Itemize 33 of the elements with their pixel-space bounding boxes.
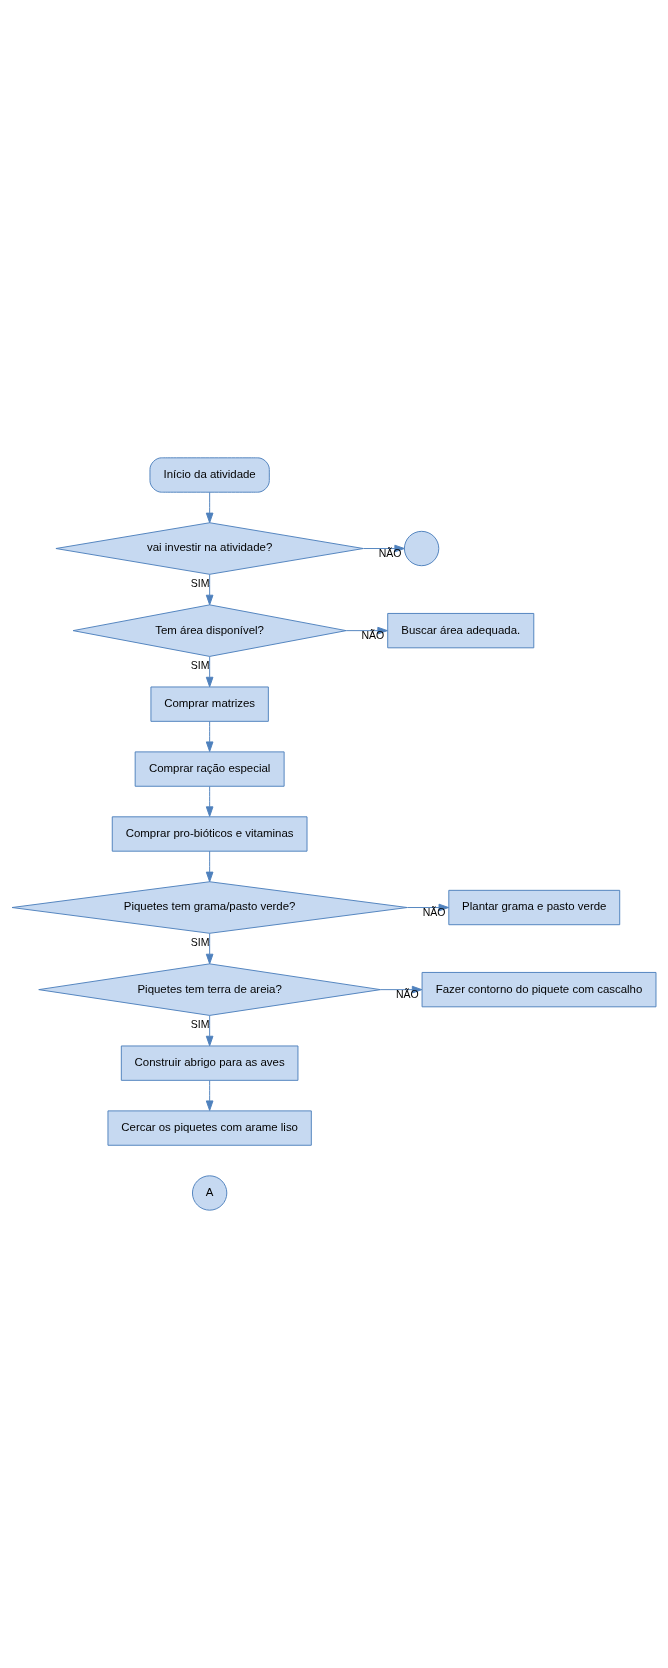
arrow bbox=[205, 932, 214, 965]
arrow bbox=[205, 573, 214, 606]
arrow bbox=[205, 491, 214, 524]
node-diamond: vai investir na atividade? bbox=[55, 522, 364, 575]
edge-label: NÃO bbox=[361, 629, 385, 642]
node-box: Comprar pro-bióticos e vitaminas bbox=[111, 816, 308, 852]
node-circle bbox=[403, 530, 440, 567]
node-box: Fazer contorno do piquete com cascalho bbox=[421, 971, 657, 1008]
node-box: Plantar grama e pasto verde bbox=[448, 889, 621, 926]
node-circle: A bbox=[191, 1175, 228, 1211]
node-box: Cercar os piquetes com arame liso bbox=[107, 1110, 312, 1146]
node-diamond: Tem área disponível? bbox=[72, 604, 347, 657]
arrow bbox=[205, 786, 214, 817]
node-box: Comprar ração especial bbox=[134, 751, 285, 787]
arrow bbox=[205, 721, 214, 752]
edge-label: SIM bbox=[190, 576, 210, 589]
node-box: Comprar matrizes bbox=[150, 686, 269, 722]
node-diamond: Piquetes tem terra de areia? bbox=[38, 963, 382, 1016]
edge-label: SIM bbox=[190, 1017, 210, 1030]
edge-label: NÃO bbox=[422, 905, 446, 918]
node-diamond: Piquetes tem grama/pasto verde? bbox=[11, 881, 408, 934]
node-box: Buscar área adequada. bbox=[387, 612, 535, 649]
edge-label: SIM bbox=[190, 658, 210, 671]
arrow bbox=[205, 656, 214, 688]
arrow bbox=[205, 1015, 214, 1047]
arrow bbox=[407, 903, 450, 912]
edge-label: NÃO bbox=[396, 988, 419, 1001]
edge-label: SIM bbox=[190, 935, 210, 948]
node-box: Início da atividade bbox=[149, 457, 270, 493]
edge-label: NÃO bbox=[378, 546, 402, 559]
arrow bbox=[205, 1080, 214, 1111]
node-box: Construir abrigo para as aves bbox=[120, 1045, 299, 1081]
arrow bbox=[205, 850, 214, 883]
